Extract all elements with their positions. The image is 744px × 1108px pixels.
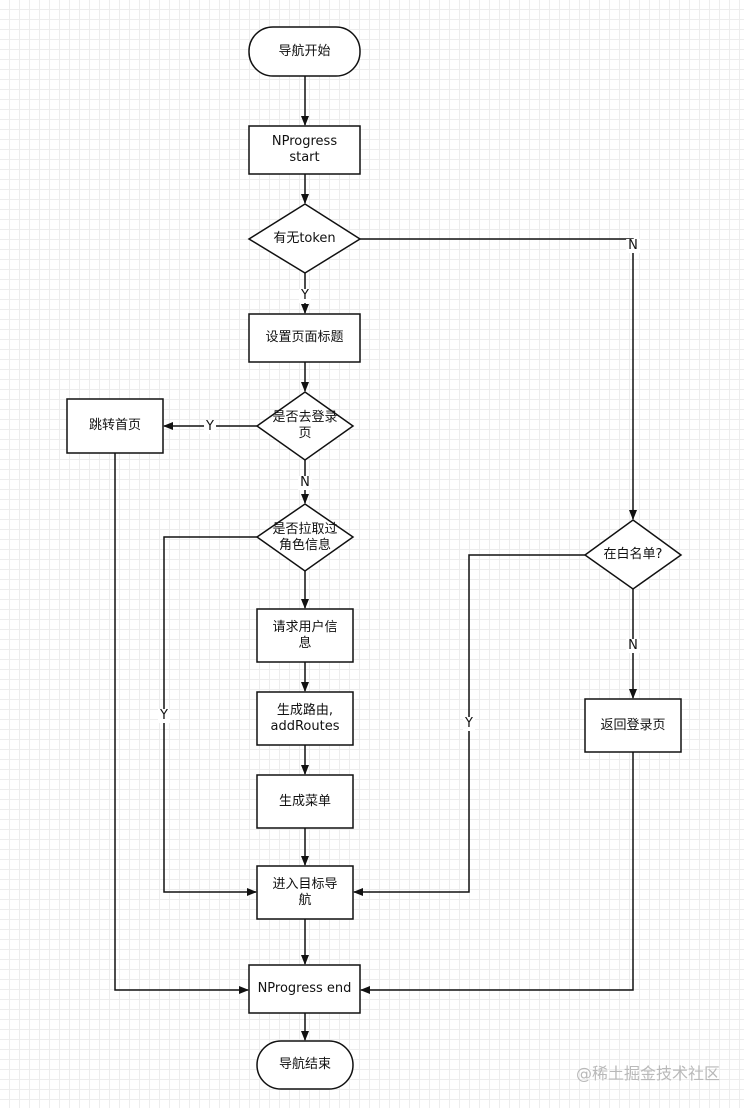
node-whitelist-shape xyxy=(583,519,683,590)
node-has-token-shape xyxy=(247,203,362,274)
node-gen-routes-shape xyxy=(256,691,354,746)
edge-roles-yes-to-target xyxy=(163,536,257,896)
edge-label-roles-yes: Y xyxy=(158,708,170,723)
edge-home-to-end xyxy=(114,453,249,994)
node-is-login-page-shape xyxy=(255,391,355,461)
edge-label-login-no: N xyxy=(298,475,312,490)
edge-token-no-to-whitelist xyxy=(360,238,637,520)
edge-label-whitelist-no: N xyxy=(626,638,640,653)
node-gen-menu-shape xyxy=(256,774,354,829)
node-fetched-roles-shape xyxy=(255,503,355,572)
edge-label-whitelist-yes: Y xyxy=(463,716,475,731)
node-nprogress-start-shape xyxy=(248,125,361,175)
edge-back-login-to-end xyxy=(360,752,634,994)
edge-label-token-no: N xyxy=(626,238,640,253)
node-enter-target-shape xyxy=(256,865,354,920)
node-set-title-shape xyxy=(248,313,361,363)
node-request-user-shape xyxy=(256,608,354,663)
node-end-shape xyxy=(256,1040,354,1090)
node-redirect-home-shape xyxy=(66,398,164,454)
node-start-shape xyxy=(248,26,361,77)
edge-label-token-yes: Y xyxy=(299,288,311,303)
edge-label-login-yes: Y xyxy=(204,419,216,434)
node-nprogress-end-shape xyxy=(248,964,361,1014)
node-back-login-shape xyxy=(584,698,682,753)
watermark: @稀土掘金技术社区 xyxy=(575,1064,720,1083)
